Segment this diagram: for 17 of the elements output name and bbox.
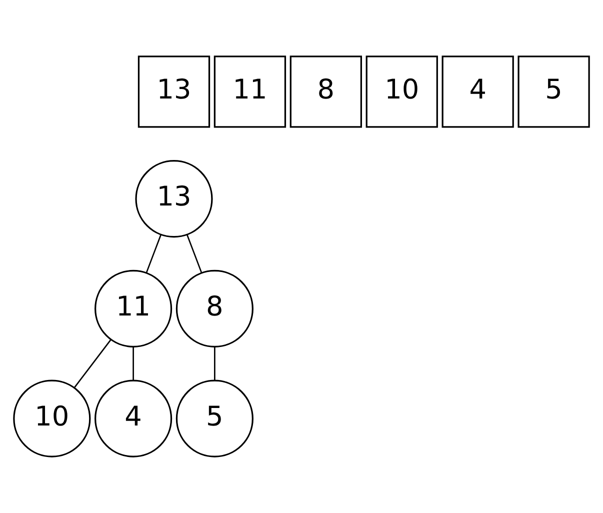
node-circle: 4 [94,380,172,458]
node-circle: 11 [94,270,172,348]
connector [132,346,134,380]
connector [146,234,162,274]
connector [214,346,216,380]
node-circle: 13 [135,160,213,238]
node-circle: 8 [176,270,254,348]
node-box: 13 [138,56,210,128]
node-box: 4 [442,56,514,128]
node-box: 11 [214,56,286,128]
node-box: 10 [366,56,438,128]
node-circle: 5 [176,380,254,458]
node-box: 8 [290,56,362,128]
connector [186,234,202,274]
node-box: 5 [518,56,590,128]
node-circle: 10 [13,380,91,458]
connector [74,340,112,388]
